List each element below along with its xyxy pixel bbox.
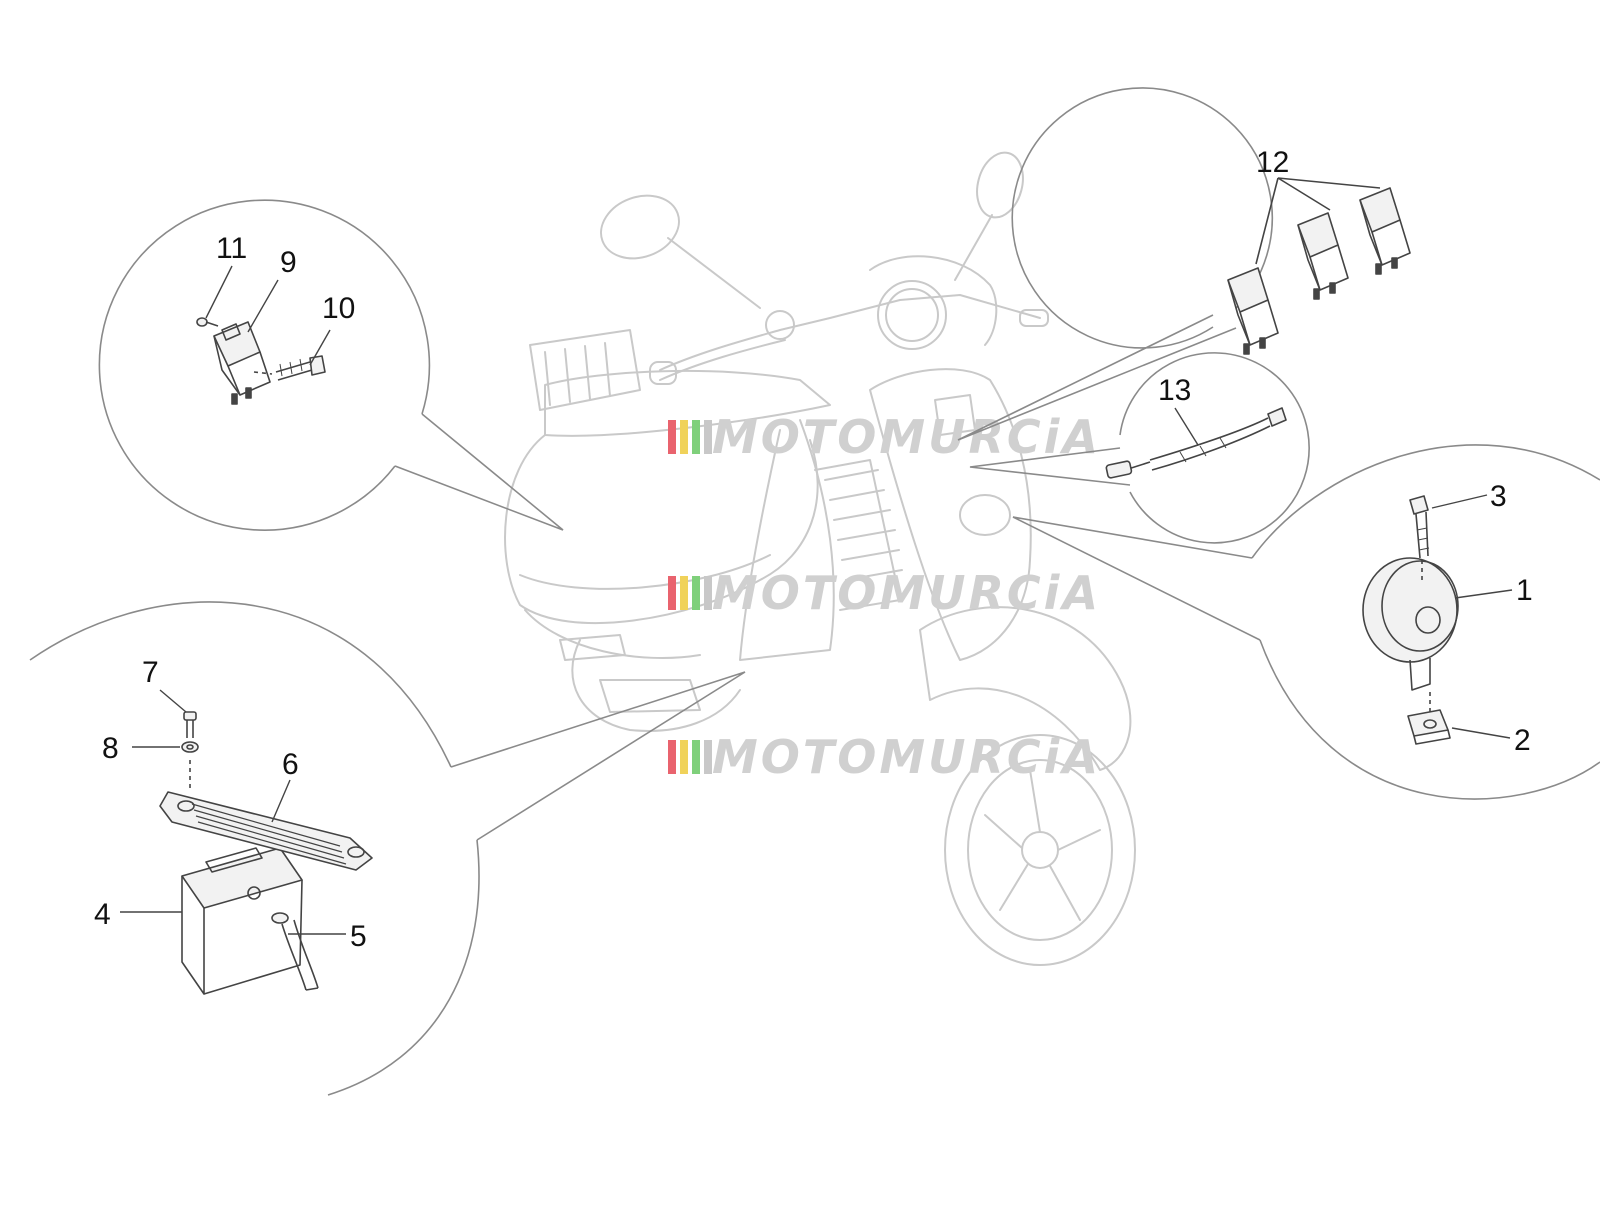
washer-part [181, 741, 199, 753]
callout-5: 5 [350, 920, 367, 953]
leader-6 [271, 779, 291, 823]
strap-screw-part [183, 711, 197, 790]
screw-small-part [196, 317, 219, 327]
detail-bubbles [29, 87, 1600, 1096]
relay-bubble [98, 199, 431, 531]
watermark-text: MOTOMURCiA [712, 730, 1101, 784]
leader-10 [309, 329, 331, 366]
leader-11 [205, 265, 233, 319]
battery-bubble-pointer [450, 671, 746, 841]
callout-4: 4 [94, 898, 111, 931]
leader-9 [247, 279, 279, 333]
callout-11: 11 [216, 232, 247, 265]
leader-12 [1255, 177, 1381, 265]
callout-9: 9 [280, 246, 297, 279]
leader-7 [159, 689, 187, 713]
relays-bubble-pointer [957, 314, 1237, 441]
battery-cable-part [271, 912, 319, 991]
battery-bubble [29, 601, 452, 768]
harness-part [1105, 407, 1287, 479]
callout-3: 3 [1490, 480, 1507, 513]
callout-1: 1 [1516, 574, 1533, 607]
callout-8: 8 [102, 732, 119, 765]
relay-part [213, 321, 271, 405]
bolt-part [253, 355, 326, 381]
relay-set-part [1227, 187, 1411, 355]
callout-6: 6 [282, 748, 299, 781]
callout-7: 7 [142, 656, 159, 689]
watermark-top: MOTOMURCiA [668, 410, 1101, 464]
battery-strap-part [159, 791, 373, 871]
callout-12: 12 [1256, 146, 1289, 179]
harness-bubble-pointer [969, 447, 1131, 486]
watermark-bottom: MOTOMURCiA [668, 730, 1101, 784]
leader-3 [1431, 494, 1488, 509]
leader-lines [120, 265, 1513, 935]
battery-bubble-lower [327, 839, 480, 1096]
callout-13: 13 [1158, 374, 1191, 407]
callout-10: 10 [322, 292, 355, 325]
watermark-middle: MOTOMURCiA [668, 566, 1101, 620]
leader-2 [1451, 727, 1511, 739]
callout-2: 2 [1514, 724, 1531, 757]
watermark-text: MOTOMURCiA [712, 410, 1101, 464]
horn-bolt-part [1409, 495, 1430, 580]
horn-part [1362, 557, 1459, 691]
relay-bubble-pointer [394, 413, 564, 531]
harness-bubble [1119, 352, 1310, 544]
battery-part [181, 847, 303, 995]
callout-labels: 1 2 3 4 5 6 7 8 9 10 11 12 13 [94, 146, 1533, 953]
horn-bubble-pointer [1012, 516, 1261, 641]
leader-13 [1174, 407, 1199, 446]
leader-1 [1454, 589, 1513, 599]
horn-bubble [1251, 444, 1600, 559]
clip-nut-part [1407, 692, 1451, 745]
parts [120, 177, 1513, 995]
scooter-outline [504, 151, 1136, 966]
horn-bubble-lower [1259, 639, 1600, 800]
watermark-text: MOTOMURCiA [712, 566, 1101, 620]
relays-bubble [1011, 87, 1273, 349]
